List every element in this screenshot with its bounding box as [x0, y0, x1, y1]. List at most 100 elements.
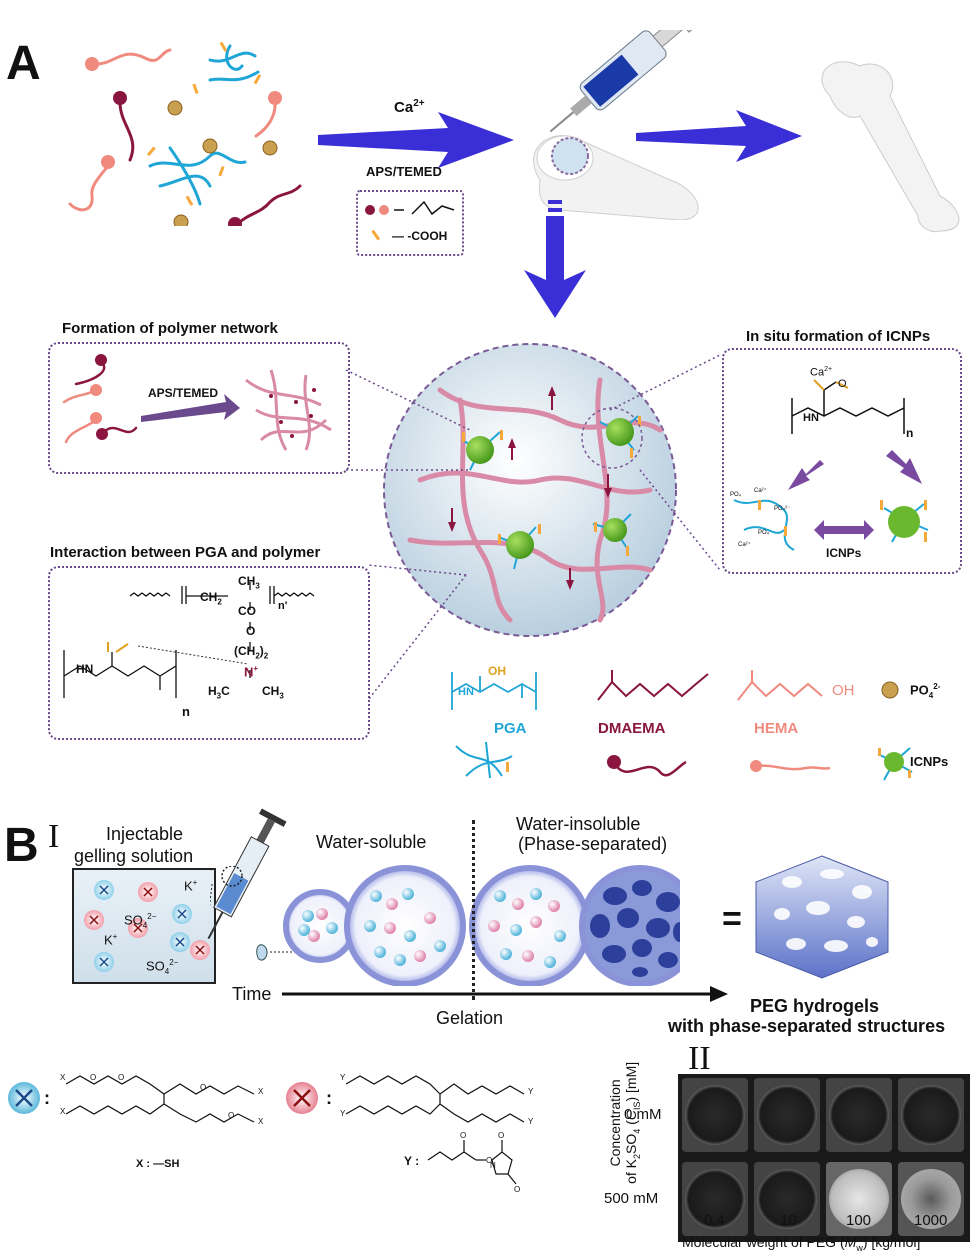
tetra-peg-sh-structure: X X X X O O O O — [60, 1073, 264, 1126]
ion-so4-2: SO42− — [146, 958, 179, 976]
svg-text:O: O — [514, 1185, 520, 1194]
water-soluble-label: Water-soluble — [316, 832, 427, 852]
svg-text:X: X — [60, 1107, 66, 1116]
photo-wells — [682, 1078, 964, 1236]
chem-nplus: N+ — [244, 664, 259, 680]
svg-text:O: O — [228, 1111, 234, 1120]
roman-2: II — [688, 1040, 711, 1077]
svg-text:O: O — [498, 1131, 504, 1140]
star-polymer-icons — [8, 1082, 318, 1114]
svg-text:PO₄: PO₄ — [730, 492, 742, 498]
monomer-scatter — [68, 41, 302, 226]
chem-ch2-chain: (CH2)2 — [234, 644, 269, 661]
chem-n: n — [182, 704, 190, 719]
chem-ch2: CH2 — [200, 590, 222, 607]
legend-pga-oh: OH — [488, 664, 506, 678]
chem-co: CO — [238, 604, 256, 618]
legend-pga: PGA — [494, 720, 527, 737]
result-line-2: with phase-separated structures — [668, 1016, 946, 1036]
network-title: Formation of polymer network — [62, 320, 278, 337]
time-label: Time — [232, 984, 272, 1004]
ion-k-2: K+ — [104, 932, 118, 948]
legend-hema-oh: OH — [832, 682, 855, 699]
hydrogel-sphere — [383, 343, 677, 637]
svg-text:O: O — [460, 1131, 466, 1140]
chem-hn: HN — [76, 662, 94, 676]
y-substituent-label: Y : — [404, 1154, 420, 1168]
row-label-0: 0 mM — [624, 1106, 662, 1123]
monomer-legend-box — [356, 190, 464, 256]
result-line-1: PEG hydrogels — [750, 996, 880, 1016]
gelation-divider — [472, 820, 475, 1000]
interaction-title: Interaction between PGA and polymer — [50, 544, 321, 561]
svg-text:O: O — [200, 1083, 206, 1092]
svg-text:O: O — [486, 1156, 492, 1165]
icnp-o: O — [838, 378, 847, 390]
injectable-line1: Injectable — [106, 824, 184, 844]
icnp-hn: HN — [803, 412, 819, 424]
icnp-label: ICNPs — [826, 546, 862, 560]
connector-lines — [345, 354, 721, 701]
chem-o: O — [246, 624, 256, 638]
row-label-500: 500 mM — [604, 1190, 659, 1207]
chem-ch3-right: CH3 — [262, 684, 284, 701]
colon-2: : — [326, 1088, 332, 1108]
injectable-line2: gelling solution — [74, 846, 194, 866]
bone-illustration — [821, 61, 960, 233]
tetra-peg-nhs-structure: Y Y Y Y — [340, 1073, 534, 1126]
icnp-ca: Ca2+ — [810, 366, 833, 379]
svg-text:O: O — [90, 1073, 96, 1082]
svg-text:PO₄²⁻: PO₄²⁻ — [774, 506, 790, 512]
chem-nprime: n' — [278, 600, 288, 612]
chem-h3c: H3C — [208, 684, 230, 701]
arrow-down — [524, 200, 586, 318]
process-circles — [283, 865, 680, 986]
col-label-3: 1000 — [914, 1212, 948, 1229]
roman-1: I — [48, 818, 60, 855]
panel-a-letter: A — [6, 37, 41, 90]
svg-text:Ca²⁺: Ca²⁺ — [754, 487, 767, 494]
water-insoluble-label-2: (Phase-separated) — [518, 834, 668, 854]
legend-po4: PO42- — [910, 682, 941, 700]
gelation-label: Gelation — [436, 1008, 504, 1028]
arrow-to-injection — [318, 112, 514, 168]
svg-text:X: X — [60, 1073, 66, 1082]
colon-1: : — [44, 1088, 50, 1108]
svg-text:X: X — [258, 1117, 264, 1126]
time-arrow — [282, 986, 728, 1002]
bone-injection-illustration — [533, 30, 699, 220]
reagent-ca: Ca2+ — [394, 98, 425, 116]
icnp-title: In situ formation of ICNPs — [746, 328, 931, 345]
svg-text:Y: Y — [340, 1073, 346, 1082]
arrow-to-bone — [636, 110, 802, 162]
water-insoluble-label-1: Water-insoluble — [516, 814, 641, 834]
col-label-1: 10 — [780, 1212, 797, 1229]
network-illustration — [62, 354, 332, 451]
monomer-legend-icons — [365, 200, 455, 241]
legend-pga-nh: HN — [458, 686, 474, 698]
chem-ch3-top: CH3 — [238, 574, 260, 591]
legend-dmaema: DMAEMA — [598, 720, 666, 737]
panel-b-letter: B — [4, 819, 39, 872]
svg-text:Y: Y — [528, 1117, 534, 1126]
x-axis-label: Molecular weight of PEG (Mw) [kg/mol] — [682, 1234, 921, 1253]
svg-text:O: O — [118, 1073, 124, 1082]
legend-hema: HEMA — [754, 720, 799, 737]
legend-icnps: ICNPs — [910, 754, 949, 769]
svg-text:N: N — [490, 1161, 496, 1170]
interaction-structure — [63, 582, 315, 698]
equals-sign: = — [722, 900, 742, 938]
ion-k-1: K+ — [184, 878, 198, 894]
y-axis-label: Concentration of K2SO4 (CIS) [mM] — [607, 1061, 642, 1184]
network-arrow-label: APS/TEMED — [148, 386, 219, 400]
icnp-n: n — [906, 426, 914, 440]
reagent-aps-temed: APS/TEMED — [366, 164, 442, 179]
svg-text:X: X — [258, 1087, 264, 1096]
ion-so4-1: SO42− — [124, 912, 157, 930]
hydrogel-cube — [755, 855, 889, 979]
legend-cooh: — -COOH — [392, 229, 448, 243]
svg-text:Y: Y — [528, 1087, 534, 1096]
svg-text:Y: Y — [340, 1109, 346, 1118]
